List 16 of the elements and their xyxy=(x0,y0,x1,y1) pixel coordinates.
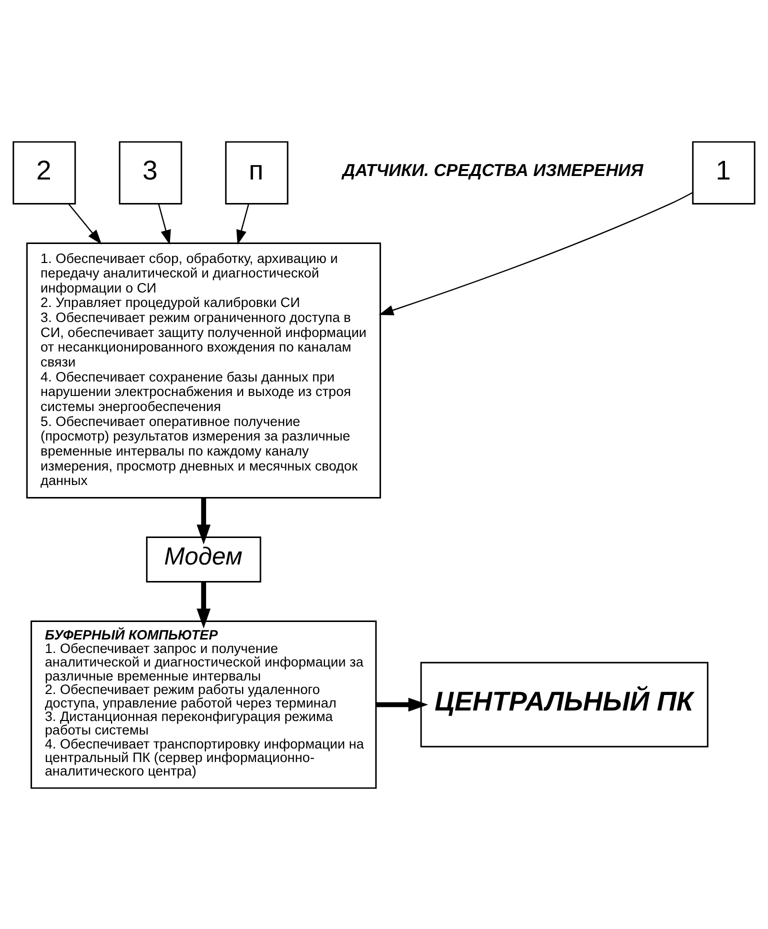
node-box: 1 xyxy=(692,140,756,204)
node-box: 3 xyxy=(118,140,182,204)
node-box: БУФЕРНЫЙ КОМПЬЮТЕР 1. Обеспечивает запрос и получение аналитической и диагностической информации за различные временные интервалы 2. Обеспечивает режим работы удаленного доступа, управление работой через терминал 3. Дистанционная переконфигурация режима работы системы 4. Обеспечивает транспортировку информации на центральный ПК (сервер информационно-аналитического центра) xyxy=(30,620,377,788)
label: ДАТЧИКИ. СРЕДСТВА ИЗМЕРЕНИЯ xyxy=(342,160,644,180)
node-box: 2 xyxy=(12,140,76,204)
arrow xyxy=(68,203,102,244)
arrow xyxy=(196,498,211,544)
node-box: 1. Обеспечивает сбор, обработку, архивацию и передачу аналитической и диагностической информации о СИ 2. Управляет процедурой калибровки СИ 3. Обеспечивает режим ограниченного доступа в СИ, обеспечивает защиту полученной информации от несанкционированного вхождения по каналам связи 4. Обеспечивает сохранение базы данных при нарушении электроснабжения и выходе из строя системы энергообеспечения 5. Обеспечивает оперативное получение (просмотр) результатов измерения за различные временные интервалы по каждому каналу измерения, просмотр дневных и месячных сводок данных xyxy=(26,242,382,498)
arrow xyxy=(158,203,171,244)
arrow xyxy=(378,191,694,315)
arrow xyxy=(236,203,250,244)
arrow xyxy=(196,581,211,628)
node-box: Модем xyxy=(146,536,262,582)
node-box: п xyxy=(225,140,288,204)
node-box: ЦЕНТРАЛЬНЫЙ ПК xyxy=(420,661,708,747)
arrow xyxy=(376,697,428,712)
